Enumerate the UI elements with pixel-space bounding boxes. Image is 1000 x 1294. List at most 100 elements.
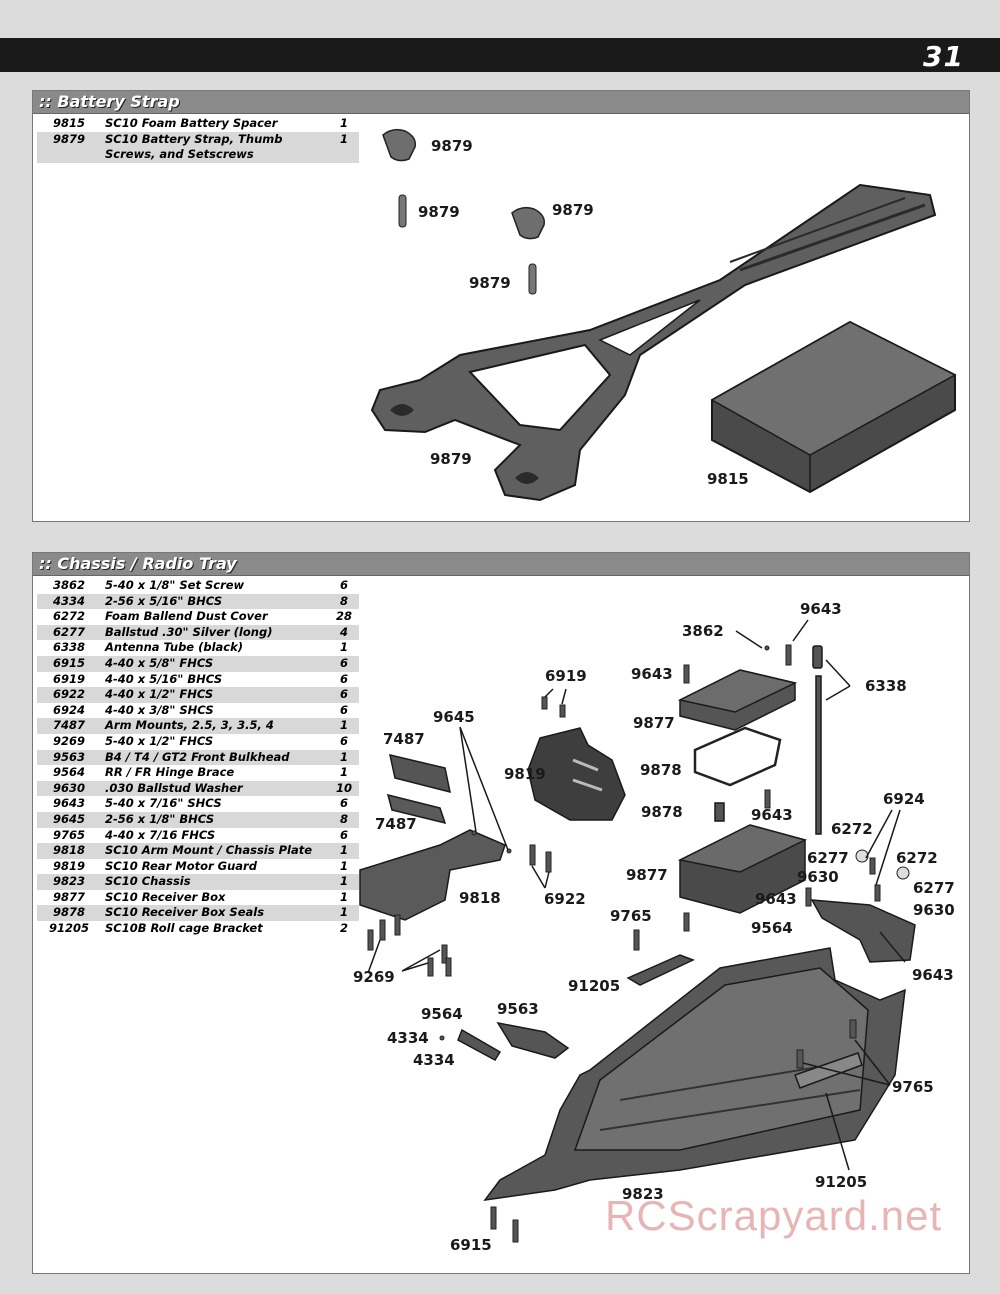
callout-label: 9877 [633,714,675,732]
part-number: 6915 [37,655,101,672]
part-quantity: 6 [339,702,348,717]
battery-strap-parts-table: 9815 SC10 Foam Battery Spacer 1 9879 SC1… [37,116,359,163]
callout-label: 9630 [913,901,955,919]
part-description: 2-56 x 5/16" BHCS [101,593,329,610]
callout-label: 9879 [431,137,473,155]
callout-label: 9643 [751,806,793,824]
part-quantity: 6 [339,578,348,592]
callout-label: 9269 [353,968,395,986]
part-description: Antenna Tube (black) [105,640,244,655]
callout-label: 6277 [807,849,849,867]
part-description: 5-40 x 7/16" SHCS [105,796,222,811]
callout-label: 6915 [450,1236,492,1254]
part-quantity: 1 [339,858,348,873]
callout-label: 9765 [892,1078,934,1096]
part-number: 91205 [48,921,89,936]
part-description: Foam Ballend Dust Cover [105,609,268,624]
part-number: 9645 [37,811,101,828]
part-description: Ballstud .30" Silver (long) [101,624,329,641]
part-description: 4-40 x 5/8" FHCS [101,655,329,672]
part-description: SC10 Receiver Box [105,889,226,904]
part-quantity: 1 [329,905,359,922]
part-quantity: 1 [329,131,359,163]
callout-label: 7487 [375,815,417,833]
callout-label: 7487 [383,730,425,748]
part-quantity: 10 [329,780,359,797]
part-number: 9563 [37,749,101,766]
callout-label: 4334 [387,1029,429,1047]
part-quantity: 6 [339,733,348,748]
part-number: 9819 [52,858,85,873]
callout-label: 9877 [626,866,668,884]
part-number: 4334 [37,593,101,610]
part-description: 4-40 x 3/8" SHCS [105,702,214,717]
part-number: 9564 [52,765,85,780]
callout-label: 6919 [545,667,587,685]
part-description: 5-40 x 1/2" FHCS [105,733,214,748]
chassis-header: :: Chassis / Radio Tray [33,553,969,576]
callout-label: 3862 [682,622,724,640]
battery-strap-header: :: Battery Strap [33,91,969,114]
table-row: 91205 SC10B Roll cage Bracket 2 [37,921,359,937]
callout-label: 6277 [913,879,955,897]
table-row: 9879 SC10 Battery Strap, Thumb Screws, a… [37,131,359,163]
part-number: 6924 [52,702,85,717]
callout-label: 9818 [459,889,501,907]
table-row: 3862 5-40 x 1/8" Set Screw 6 [37,578,359,594]
callout-label: 9823 [622,1185,664,1203]
callout-label: 9879 [469,274,511,292]
part-number: 9269 [52,733,85,748]
part-number: 3862 [52,578,85,592]
part-number: 6919 [52,671,85,686]
part-quantity: 2 [339,921,348,936]
part-description: 4-40 x 7/16 FHCS [105,827,216,842]
part-quantity: 1 [329,749,359,766]
part-description: 5-40 x 1/8" Set Screw [105,578,245,592]
part-quantity: 1 [329,874,359,890]
part-number: 6272 [52,609,85,624]
part-description: 4-40 x 1/2" FHCS [101,687,329,703]
callout-label: 91205 [815,1173,868,1191]
part-quantity: 8 [329,811,359,828]
part-description: 2-56 x 1/8" BHCS [101,811,329,828]
part-number: 9823 [37,874,101,890]
callout-label: 6272 [831,820,873,838]
callout-label: 9879 [418,203,460,221]
callout-label: 6924 [883,790,925,808]
callout-label: 91205 [568,977,621,995]
part-description: Arm Mounts, 2.5, 3, 3.5, 4 [101,718,329,734]
part-description: SC10 Rear Motor Guard [105,858,257,873]
part-number: 9818 [37,843,101,859]
part-description: SC10B Roll cage Bracket [105,921,263,936]
callout-label: 9630 [797,868,839,886]
battery-strap-title: :: Battery Strap [39,92,180,111]
part-description: 4-40 x 5/16" BHCS [105,671,223,686]
part-quantity: 6 [339,827,348,842]
part-quantity: 6 [339,671,348,686]
part-quantity: 8 [329,593,359,610]
part-number: 6277 [37,624,101,641]
part-quantity: 1 [339,640,348,655]
part-description: SC10 Arm Mount / Chassis Plate [101,843,329,859]
part-quantity: 4 [329,624,359,641]
callout-label: 9564 [751,919,793,937]
part-number: 9643 [52,796,85,811]
part-description: .030 Ballstud Washer [101,780,329,797]
part-number: 9879 [37,131,101,163]
part-description: SC10 Receiver Box Seals [101,905,329,922]
table-row: 6919 4-40 x 5/16" BHCS 6 [37,672,359,688]
callout-label: 9878 [640,761,682,779]
callout-label: 9643 [631,665,673,683]
part-description: SC10 Foam Battery Spacer [105,116,278,130]
